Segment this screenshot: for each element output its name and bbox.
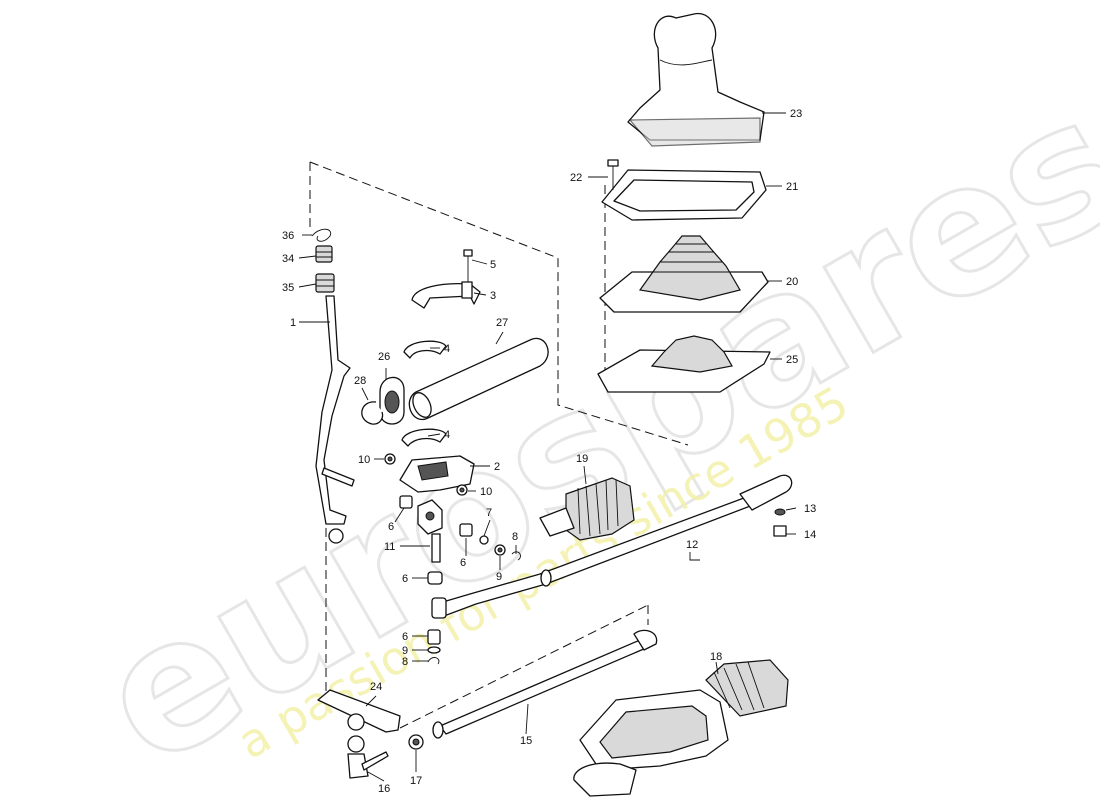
callout-10b: 10 (480, 486, 492, 498)
callout-24: 24 (370, 681, 382, 693)
callout-34: 34 (282, 253, 294, 265)
rod-15 (432, 629, 658, 739)
washer-13 (774, 508, 786, 516)
clip-28 (361, 401, 384, 425)
callout-2: 2 (494, 461, 500, 473)
clip-8b (427, 657, 440, 665)
plate-24 (317, 689, 401, 733)
bush-6a (399, 495, 413, 509)
gear-lever (315, 295, 355, 544)
assembly-outline (309, 161, 689, 729)
gear-knob-boot (627, 12, 765, 147)
callout-13: 13 (804, 503, 816, 515)
callout-35: 35 (282, 282, 294, 294)
nut-10b (456, 484, 468, 496)
screw-22 (607, 159, 619, 190)
callout-23: 23 (790, 108, 802, 120)
watermark: eurospares a passion for parts since 198… (66, 56, 1100, 800)
callout-17: 17 (410, 775, 422, 787)
callout-7: 7 (486, 507, 492, 519)
boot-19 (539, 477, 635, 541)
bearing-half-upper (403, 340, 447, 359)
screw-5 (463, 249, 473, 282)
callout-9b: 9 (402, 645, 408, 657)
callout-6c: 6 (402, 573, 408, 585)
callout-8a: 8 (512, 531, 518, 543)
bolt-14 (773, 525, 787, 537)
bush-26 (379, 376, 405, 425)
callout-15: 15 (520, 735, 532, 747)
callout-27: 27 (496, 317, 508, 329)
leader-lines (298, 112, 797, 782)
callout-26: 26 (378, 351, 390, 363)
callout-21: 21 (786, 181, 798, 193)
trim-frame (601, 169, 767, 221)
nut-10a (384, 453, 396, 465)
nut-17 (408, 734, 424, 750)
callout-5: 5 (490, 259, 496, 271)
callout-12: 12 (686, 539, 698, 551)
washer-9b (427, 646, 441, 654)
circlip-36 (311, 228, 332, 242)
shift-boot (599, 235, 769, 313)
washer-9a (494, 544, 506, 556)
callout-6b: 6 (460, 557, 466, 569)
callout-16: 16 (378, 783, 390, 795)
watermark-brand: eurospares (67, 57, 1100, 800)
callout-9a: 9 (496, 571, 502, 583)
bush-35 (315, 273, 335, 293)
callout-22: 22 (570, 172, 582, 184)
callout-20: 20 (786, 276, 798, 288)
callout-11: 11 (384, 541, 395, 553)
callout-10a: 10 (358, 454, 370, 466)
inner-boot (597, 335, 771, 393)
bush-6b (459, 523, 473, 537)
bracket-11 (417, 499, 443, 563)
callout-25: 25 (786, 354, 798, 366)
ball-joint-16 (347, 735, 389, 779)
callout-1: 1 (290, 317, 296, 329)
callout-4-lower: 4 (444, 429, 450, 441)
callout-labels: 1 2 3 4 4 5 6 6 6 6 7 8 8 9 9 10 10 11 1… (282, 108, 816, 795)
washer-7 (479, 535, 489, 545)
bush-6d (427, 629, 441, 645)
callout-19: 19 (576, 453, 588, 465)
tube-27 (408, 337, 549, 421)
callout-14: 14 (804, 529, 816, 541)
bearing-upper (411, 281, 481, 309)
callout-36: 36 (282, 230, 294, 242)
housing-18 (573, 659, 789, 797)
callout-18: 18 (710, 651, 722, 663)
bush-6c (427, 571, 443, 585)
clip-8a (511, 551, 521, 561)
callout-28: 28 (354, 375, 366, 387)
bearing-lower (399, 455, 475, 493)
callout-6a: 6 (388, 521, 394, 533)
shift-rod-12 (431, 474, 793, 619)
callout-6d: 6 (402, 631, 408, 643)
bearing-half-lower (401, 428, 447, 447)
bush-34 (315, 245, 333, 263)
callout-8b: 8 (402, 656, 408, 668)
callout-4-upper: 4 (444, 343, 450, 355)
callout-3: 3 (490, 290, 496, 302)
